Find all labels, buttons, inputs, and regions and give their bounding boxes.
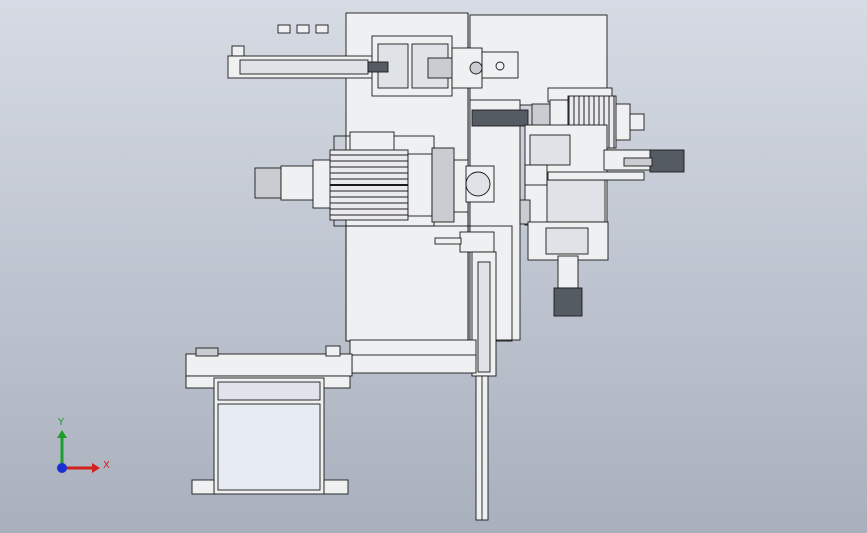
loose-fastener-group[interactable] [277,24,329,34]
left-spindle-motor[interactable] [254,131,495,227]
servo-cylinder[interactable] [547,149,685,181]
material-bin[interactable] [191,377,349,495]
lower-drive-motor[interactable] [553,255,583,317]
vertical-guide-rail[interactable] [434,231,497,521]
top-slide-arm[interactable] [227,35,519,97]
coordinate-triad: X Y [57,417,110,473]
y-axis-label: Y [57,417,65,428]
cable-duct [471,109,529,127]
x-axis-label: X [103,460,110,471]
clamping-station[interactable] [519,124,609,261]
